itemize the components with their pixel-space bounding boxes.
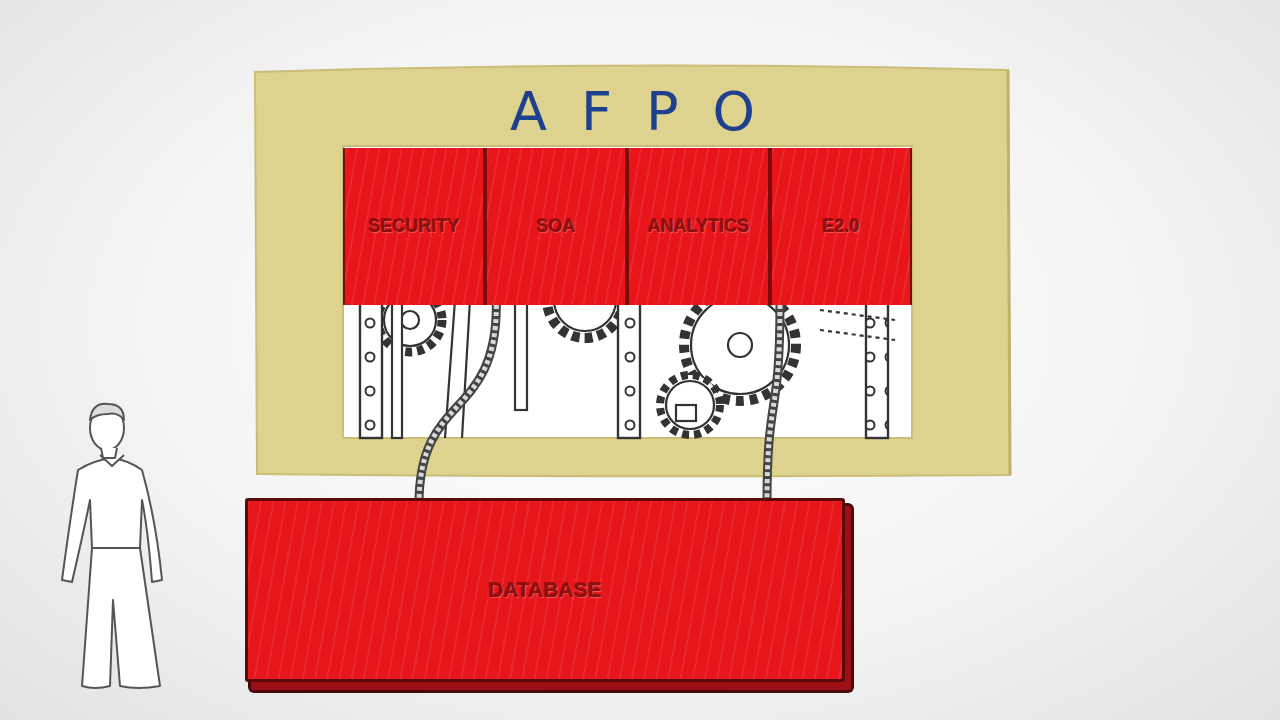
node-label: ANALYTICS	[648, 216, 749, 237]
sticky-note	[255, 65, 1010, 476]
module-panel: SOA	[485, 148, 627, 305]
note-edge	[1008, 70, 1010, 475]
database-block: DATABASE	[245, 498, 845, 682]
node-label: DATABASE	[488, 578, 602, 602]
node-label: E2.0	[822, 216, 859, 237]
module-panel: E2.0	[770, 148, 912, 305]
person-figure	[62, 404, 162, 688]
node-label: SOA	[536, 216, 575, 237]
sticky-note-node: AFPO SECURITY SOA ANALYTICS E2.0	[255, 70, 1010, 475]
node-label: SECURITY	[368, 216, 459, 237]
title-text: AFPO	[255, 80, 1010, 143]
module-panel: SECURITY	[343, 148, 485, 305]
cable-connector	[767, 305, 780, 504]
machinery-window	[343, 146, 912, 438]
cable-connector	[419, 305, 496, 504]
module-panel: ANALYTICS	[627, 148, 770, 305]
